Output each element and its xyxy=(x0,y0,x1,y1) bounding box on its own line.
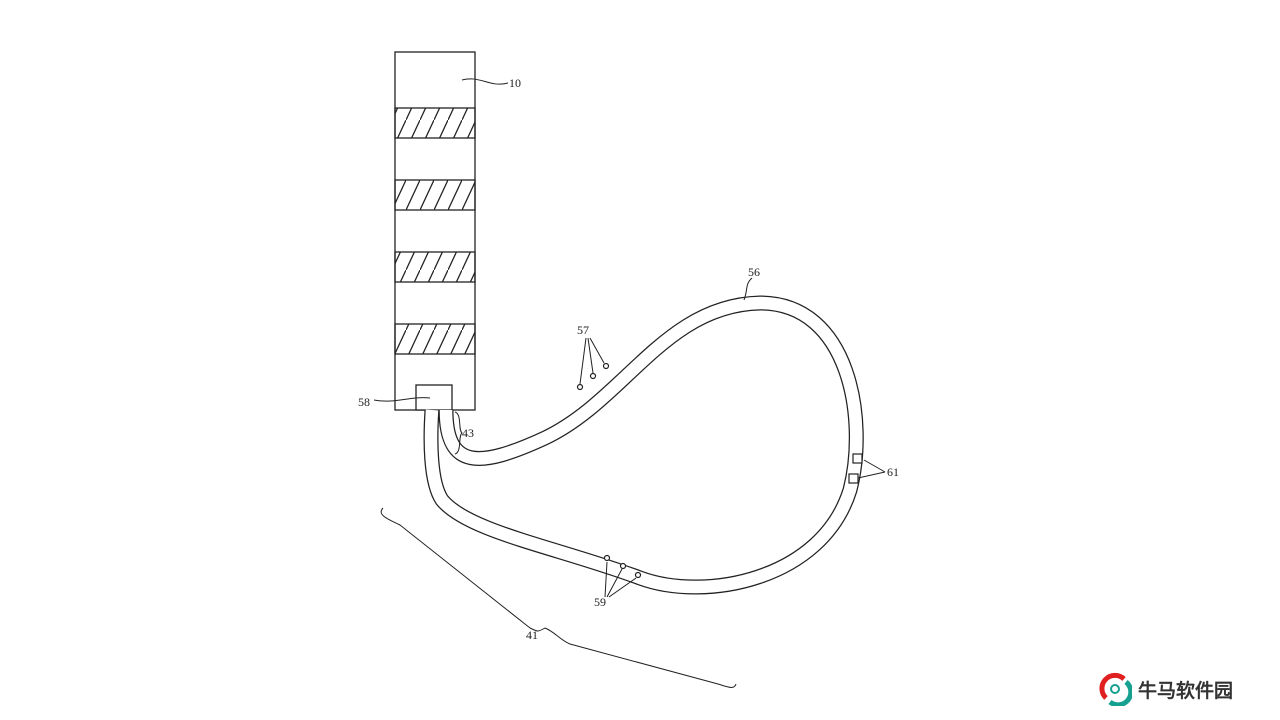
label-57: 57 xyxy=(577,323,589,337)
device-column xyxy=(394,51,476,411)
strap-loop xyxy=(423,295,864,595)
watermark: 牛马软件园 xyxy=(1098,672,1233,706)
label-10: 10 xyxy=(509,76,521,90)
label-56: 56 xyxy=(748,265,760,279)
label-41: 41 xyxy=(526,628,538,642)
hatched-band xyxy=(394,179,476,211)
hatched-band xyxy=(394,323,476,355)
label-43: 43 xyxy=(462,426,474,440)
hatched-band xyxy=(394,107,476,139)
label-58: 58 xyxy=(358,395,370,409)
label-59: 59 xyxy=(594,595,606,609)
hatched-band xyxy=(394,251,476,283)
watermark-text: 牛马软件园 xyxy=(1138,679,1234,702)
elements-61 xyxy=(848,453,863,484)
leader-lines xyxy=(373,78,886,688)
label-61: 61 xyxy=(887,465,899,479)
sensors-57 xyxy=(576,362,610,391)
watermark-logo-icon xyxy=(1099,672,1132,706)
sensors-59 xyxy=(603,554,642,579)
